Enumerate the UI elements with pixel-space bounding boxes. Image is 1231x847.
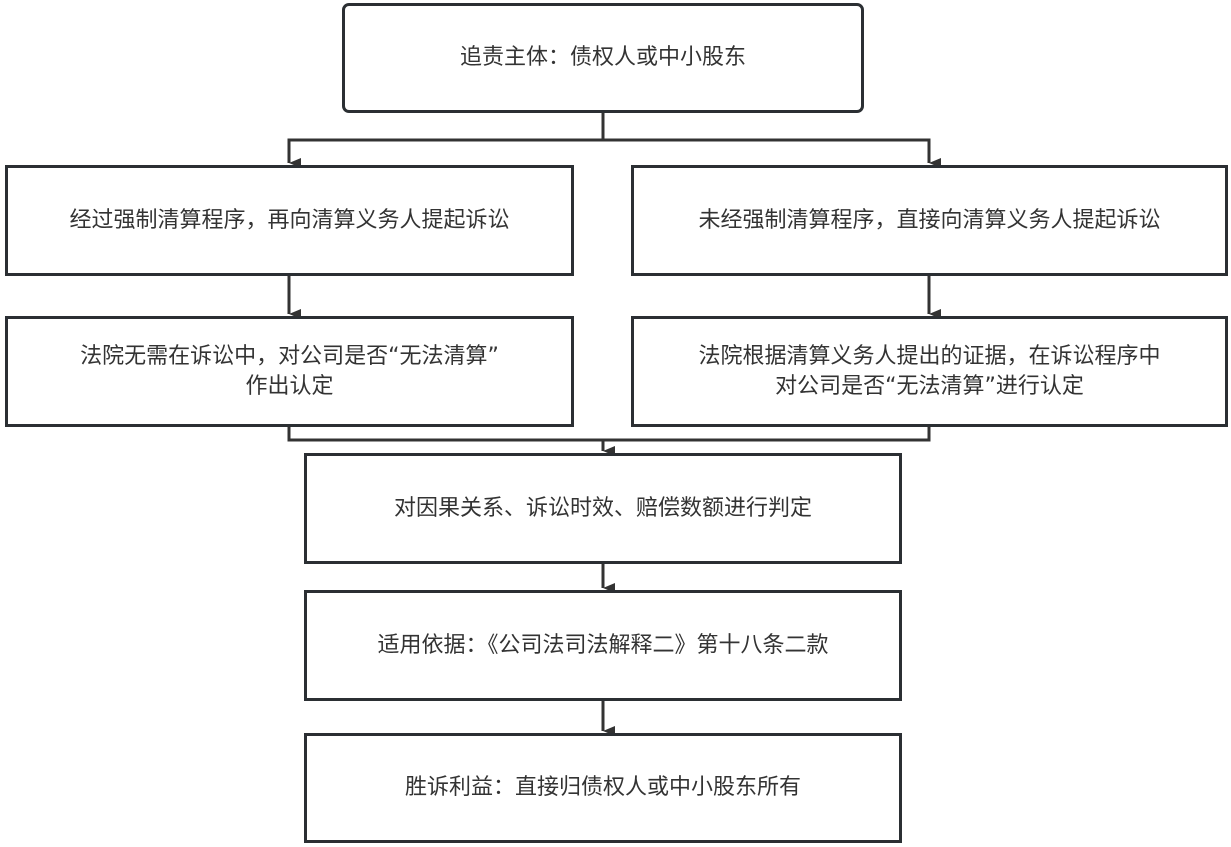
node-judgement: 对因果关系、诉讼时效、赔偿数额进行判定 — [304, 453, 902, 564]
node-subject: 追责主体：债权人或中小股东 — [342, 3, 864, 113]
node-subject-label: 追责主体：债权人或中小股东 — [459, 45, 746, 70]
node-left-path: 经过强制清算程序，再向清算义务人提起诉讼 — [5, 165, 574, 276]
edge-subject-to-left-path — [287, 138, 603, 168]
node-judgement-label: 对因果关系、诉讼时效、赔偿数额进行判定 — [393, 495, 812, 521]
node-benefit: 胜诉利益：直接归债权人或中小股东所有 — [304, 733, 902, 843]
node-left-court: 法院无需在诉讼中，对公司是否“无法清算” 作出认定 — [5, 316, 574, 427]
node-right-court: 法院根据清算义务人提出的证据，在诉讼程序中 对公司是否“无法清算”进行认定 — [631, 316, 1228, 427]
node-basis-label: 适用依据：《公司法司法解释二》第十八条二款 — [377, 632, 829, 658]
edge-subject-to-right-path — [603, 138, 941, 168]
node-left-path-label: 经过强制清算程序，再向清算义务人提起诉讼 — [69, 207, 510, 233]
node-right-path-label: 未经强制清算程序，直接向清算义务人提起诉讼 — [698, 207, 1161, 233]
node-right-court-label: 法院根据清算义务人提出的证据，在诉讼程序中 对公司是否“无法清算”进行认定 — [698, 343, 1161, 399]
node-basis: 适用依据：《公司法司法解释二》第十八条二款 — [304, 590, 902, 701]
node-right-path: 未经强制清算程序，直接向清算义务人提起诉讼 — [631, 165, 1228, 276]
node-left-court-label: 法院无需在诉讼中，对公司是否“无法清算” 作出认定 — [80, 343, 499, 399]
node-benefit-label: 胜诉利益：直接归债权人或中小股东所有 — [404, 775, 801, 800]
edge-right-court-merge — [603, 426, 931, 442]
edge-left-court-merge — [287, 426, 603, 442]
